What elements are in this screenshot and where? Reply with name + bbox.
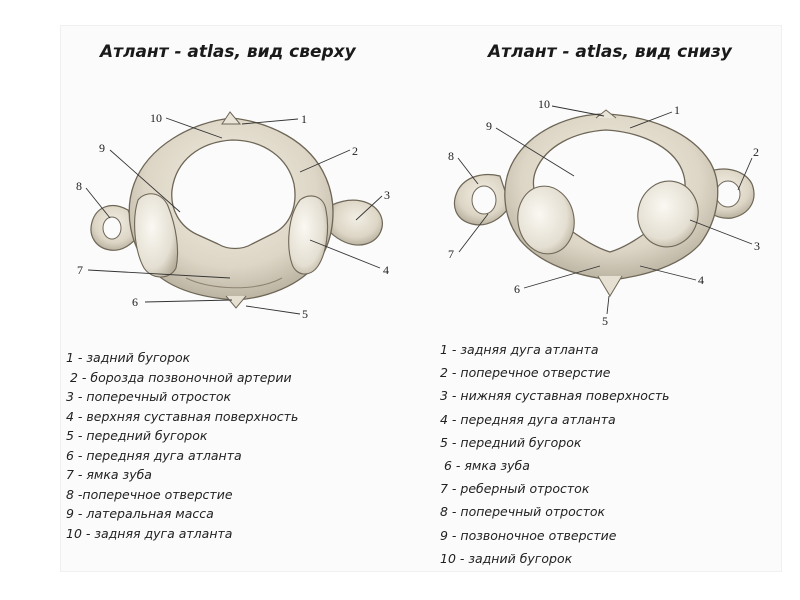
legend-item: 4 - передняя дуга атланта [440, 411, 616, 427]
transverse-foramen-l [102, 216, 122, 240]
callout-right-4: 4 [698, 273, 704, 287]
callout-right-8: 8 [448, 149, 454, 163]
superior-articular-facet-right [288, 195, 329, 275]
legend-item: 9 - латеральная масса [66, 506, 214, 521]
callout-right-9: 9 [486, 119, 492, 133]
callout-numbers-left: 1 2 3 4 5 6 7 8 9 10 [76, 111, 390, 321]
anterior-tubercle-r [597, 275, 623, 297]
callout-left-5: 5 [302, 307, 308, 321]
legend-item: 6 - передняя дуга атланта [66, 447, 242, 463]
title-superior-view: Атлант - atlas, вид сверху [100, 42, 356, 62]
transverse-foramen-right-r [715, 180, 741, 208]
legend-item: 8 - поперечный отросток [440, 504, 606, 520]
legend-item: 7 - ямка зуба [66, 467, 152, 482]
right-transverse-process-l [329, 199, 383, 246]
legend-item: 5 - передний бугорок [440, 434, 582, 450]
anterior-arch-l [185, 277, 283, 289]
legend-item: 9 - позвоночное отверстие [440, 527, 617, 543]
callout-numbers-right: 1 2 3 4 5 6 7 8 9 10 [448, 97, 760, 328]
inferior-articular-facet-right [637, 180, 699, 248]
transverse-foramen-left-r [471, 185, 497, 215]
title-inferior-view: Атлант - atlas, вид снизу [488, 42, 732, 62]
callout-right-7: 7 [448, 247, 454, 261]
legend-item: 2 - поперечное отверстие [440, 365, 611, 381]
inferior-articular-facet-left [517, 185, 575, 255]
legend-item: 8 -поперечное отверстие [66, 486, 233, 502]
callout-left-4: 4 [383, 263, 389, 277]
callout-left-7: 7 [77, 263, 83, 277]
superior-articular-facet-left [134, 193, 179, 278]
atlas-inferior-view: 1 2 3 4 5 6 7 8 9 10 [448, 97, 760, 328]
posterior-tubercle-l [221, 111, 242, 125]
callout-right-2: 2 [753, 145, 759, 159]
legend-item: 2 - борозда позвоночной артерии [66, 369, 292, 385]
callout-right-3: 3 [754, 239, 760, 253]
legend-item: 3 - нижняя суставная поверхность [440, 388, 670, 404]
callout-left-1: 1 [301, 112, 307, 126]
legend-inferior-view: 1 - задняя дуга атланта 2 - поперечное о… [440, 338, 669, 570]
callout-right-5: 5 [602, 314, 608, 328]
legend-item: 4 - верхняя суставная поверхность [66, 408, 299, 424]
callout-left-9: 9 [99, 141, 105, 155]
legend-item: 1 - задний бугорок [66, 350, 191, 365]
callout-left-6: 6 [132, 295, 138, 309]
legend-item: 5 - передний бугорок [66, 428, 208, 443]
callout-lines-left [85, 117, 383, 315]
callout-left-10: 10 [150, 111, 162, 125]
callout-right-10: 10 [538, 97, 550, 111]
callout-right-6: 6 [514, 282, 520, 296]
legend-item: 1 - задняя дуга атланта [440, 342, 599, 357]
callout-right-1: 1 [674, 103, 680, 117]
legend-item: 3 - поперечный отросток [66, 389, 232, 404]
legend-item: 10 - задний бугорок [440, 550, 573, 566]
legend-item: 6 - ямка зуба [440, 457, 530, 473]
callout-left-3: 3 [384, 188, 390, 202]
legend-item: 10 - задняя дуга атланта [66, 525, 233, 541]
callout-lines-right [457, 105, 753, 315]
legend-item: 7 - реберный отросток [440, 481, 590, 497]
callout-left-2: 2 [352, 144, 358, 158]
anterior-tubercle-l [225, 295, 247, 309]
legend-superior-view: 1 - задний бугорок 2 - борозда позвоночн… [66, 348, 298, 543]
callout-left-8: 8 [76, 179, 82, 193]
atlas-superior-view: 1 2 3 4 5 6 7 8 9 10 [76, 111, 390, 321]
